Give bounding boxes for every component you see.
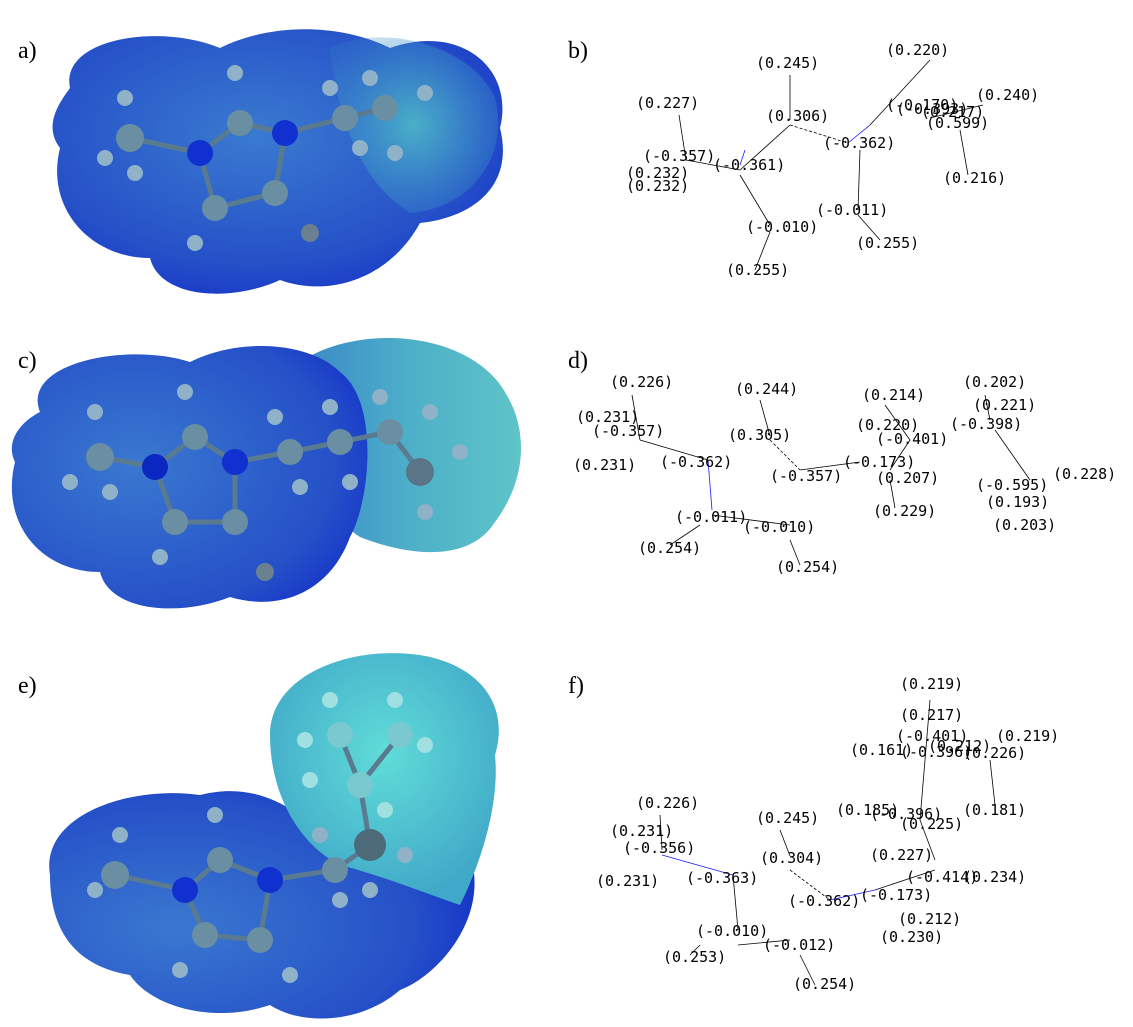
charge-label: (-0.414) [906,868,978,886]
panel-label-d: d) [568,348,588,374]
charge-label: (-0.170) [886,96,958,114]
charge-label: (0.255) [726,261,789,279]
charge-label: (0.227) [636,94,699,112]
charge-label: (-0.363) [686,869,758,887]
charge-label: (-0.401) [896,727,968,745]
charge-label: (-0.362) [788,892,860,910]
molecule-atoms-a [97,65,433,251]
charge-label: (0.185) [836,801,899,819]
charge-label: (-0.173) [860,886,932,904]
charge-label: (0.212) [898,910,961,928]
charge-label: (0.220) [856,416,919,434]
molecule-atoms-e [87,692,433,983]
charge-label: (0.161) [850,741,913,759]
charge-labels-f: (0.219)(0.217)(-0.401)(0.219)(0.161)(-0.… [596,675,1059,993]
charge-label: (0.240) [976,86,1039,104]
charge-label: (0.226) [636,794,699,812]
charge-label: (-0.011) [675,508,747,526]
charge-label: (-0.398) [950,415,1022,433]
charge-label: (0.230) [880,928,943,946]
charge-label: (0.304) [760,849,823,867]
charge-label: (0.255) [856,234,919,252]
esp-surface-e [49,653,499,1019]
charge-label: (0.217) [921,103,984,121]
esp-surface-a [52,29,503,294]
panel-label-a: a) [18,38,37,64]
charge-label: (0.229) [873,502,936,520]
charge-bonds-b [678,59,984,271]
charge-label: (0.305) [728,426,791,444]
charge-label: (-0.396) [900,743,972,761]
charge-bonds-d [631,394,1031,566]
charge-label: (0.214) [862,386,925,404]
charge-label: (-0.595) [976,476,1048,494]
charge-label: (-0.010) [746,218,818,236]
charge-label: (-0.357) [592,422,664,440]
charge-label: (0.219) [996,727,1059,745]
panel-label-b: b) [568,38,588,64]
charge-label: (0.245) [756,54,819,72]
charge-label: (0.254) [793,975,856,993]
charge-label: (0.231) [573,456,636,474]
charge-label: (0.212) [928,737,991,755]
charge-label: (-0.362) [660,453,732,471]
charge-label: (0.254) [638,539,701,557]
charge-diagram-f: (0.219)(0.217)(-0.401)(0.219)(0.161)(-0.… [596,675,1059,993]
charge-diagram-d: (0.226)(0.231)(-0.357)(0.231)(-0.362)(0.… [573,373,1116,576]
charge-label: (0.244) [735,380,798,398]
charge-label: (0.231) [610,822,673,840]
charge-label: (-0.011) [816,201,888,219]
charge-label: (0.245) [756,809,819,827]
charge-diagram-b: (0.227)(-0.357)(0.232)(0.232)(-0.361)(0.… [626,41,1039,279]
charge-label: (0.225) [900,815,963,833]
molecule-atoms-c [62,384,468,581]
charge-label: (-0.357) [643,147,715,165]
charge-label: (0.227) [870,846,933,864]
charge-label: (-0.012) [763,936,835,954]
charge-label: (0.226) [610,373,673,391]
charge-label: (0.219) [900,675,963,693]
charge-label: (0.181) [963,801,1026,819]
charge-label: (0.306) [766,107,829,125]
charge-label: (0.207) [876,469,939,487]
panel-label-e: e) [18,673,37,699]
charge-label: (0.221) [973,396,1036,414]
charge-label: (0.599) [926,114,989,132]
charge-label: (0.254) [776,558,839,576]
charge-label: (0.228) [1053,465,1116,483]
panel-label-f: f) [568,673,584,699]
charge-label: (-0.010) [743,518,815,536]
charge-label: (0.193) [986,493,1049,511]
charge-label: (-0.356) [623,839,695,857]
charge-labels-d: (0.226)(0.231)(-0.357)(0.231)(-0.362)(0.… [573,373,1116,576]
charge-label: (-0.357) [770,467,842,485]
charge-label: (-0.401) [876,430,948,448]
esp-surface-c [11,338,522,609]
surface-cyan-lobe [270,653,499,905]
charge-label: (-0.361) [713,156,785,174]
charge-label: (-0.396) [870,805,942,823]
charge-label: (-0.362) [823,134,895,152]
charge-label: (0.202) [963,373,1026,391]
charge-label: (0.232) [626,164,689,182]
charge-label: (0.231) [596,872,659,890]
charge-bonds-f [659,699,996,986]
charge-label: (0.231) [576,408,639,426]
charge-label: (0.232) [626,177,689,195]
charge-label: (0.217) [900,706,963,724]
charge-label: (0.234) [963,868,1026,886]
panel-label-c: c) [18,348,37,374]
charge-label: (0.216) [943,169,1006,187]
charge-label: (-0.393) [896,100,968,118]
charge-label: (-0.010) [696,922,768,940]
charge-label: (0.220) [886,41,949,59]
charge-label: (0.203) [993,516,1056,534]
charge-label: (0.226) [963,744,1026,762]
charge-labels-b: (0.227)(-0.357)(0.232)(0.232)(-0.361)(0.… [626,41,1039,279]
charge-label: (0.253) [663,948,726,966]
charge-label: (-0.173) [843,453,915,471]
